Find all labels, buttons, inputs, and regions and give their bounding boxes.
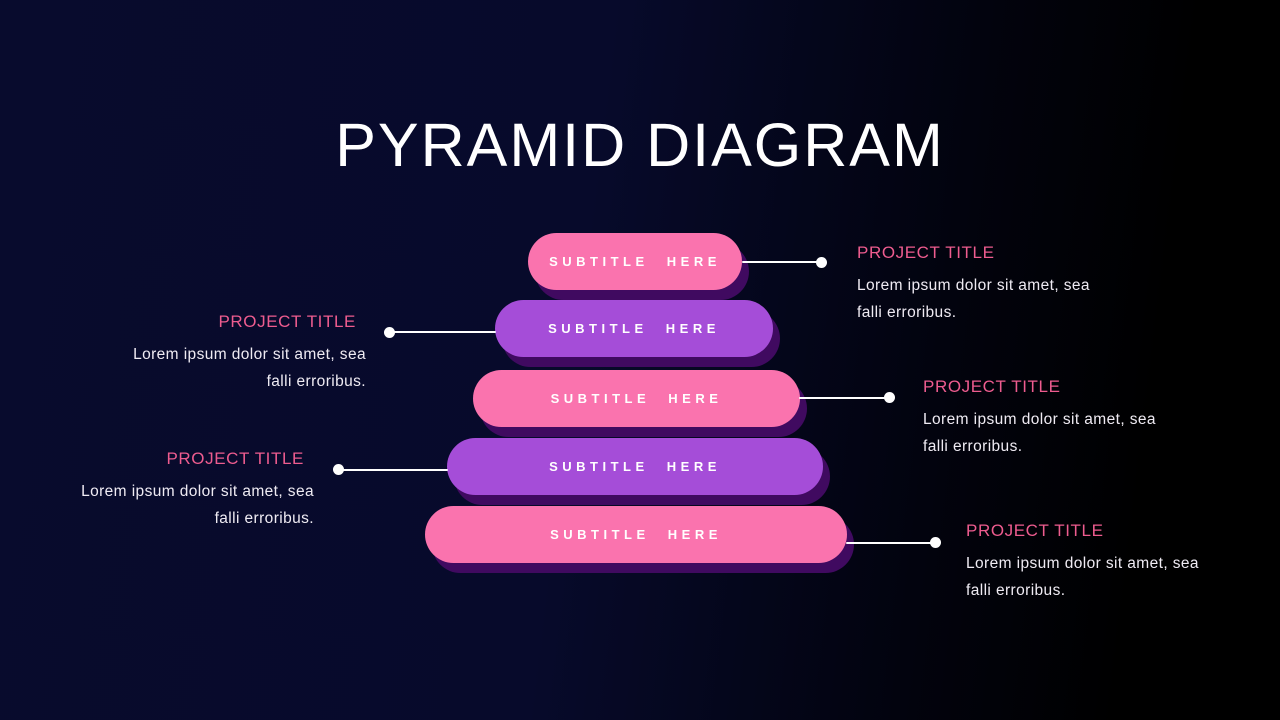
connector-line (342, 469, 448, 471)
callout-level-3: PROJECT TITLE Lorem ipsum dolor sit amet… (923, 376, 1223, 460)
callout-body-line1: Lorem ipsum dolor sit amet, sea (81, 483, 314, 500)
callout-body: Lorem ipsum dolor sit amet, sea falli er… (14, 478, 314, 532)
callout-body-line2: falli erroribus. (966, 582, 1066, 599)
callout-body: Lorem ipsum dolor sit amet, sea falli er… (66, 341, 366, 395)
callout-body-line2: falli erroribus. (214, 510, 314, 527)
pyramid-level-5: SUBTITLE HERE (425, 506, 847, 563)
callout-title: PROJECT TITLE (218, 312, 356, 331)
connector-dot (884, 392, 895, 403)
callout-level-2: PROJECT TITLE Lorem ipsum dolor sit amet… (66, 311, 366, 395)
pyramid-level-4: SUBTITLE HERE (447, 438, 823, 495)
callout-level-4: PROJECT TITLE Lorem ipsum dolor sit amet… (14, 448, 314, 532)
pyramid-level-2-label: SUBTITLE HERE (548, 321, 720, 336)
connector-dot (333, 464, 344, 475)
pyramid-level-3: SUBTITLE HERE (473, 370, 800, 427)
connector-line (742, 261, 818, 263)
pyramid-level-2: SUBTITLE HERE (495, 300, 773, 357)
callout-level-5: PROJECT TITLE Lorem ipsum dolor sit amet… (966, 520, 1266, 604)
pyramid-level-3-label: SUBTITLE HERE (550, 391, 723, 406)
callout-body: Lorem ipsum dolor sit amet, sea falli er… (923, 406, 1223, 460)
callout-body-line1: Lorem ipsum dolor sit amet, sea (923, 411, 1156, 428)
callout-title: PROJECT TITLE (166, 449, 304, 468)
callout-body-line1: Lorem ipsum dolor sit amet, sea (966, 555, 1199, 572)
pyramid-level-4-label: SUBTITLE HERE (549, 459, 721, 474)
pyramid-level-5-label: SUBTITLE HERE (550, 527, 722, 542)
pyramid-level-1-label: SUBTITLE HERE (549, 254, 721, 269)
connector-dot (930, 537, 941, 548)
callout-body-line2: falli erroribus. (923, 438, 1023, 455)
callout-title: PROJECT TITLE (966, 521, 1104, 540)
pyramid-level-1: SUBTITLE HERE (528, 233, 742, 290)
callout-body-line2: falli erroribus. (266, 373, 366, 390)
callout-title: PROJECT TITLE (923, 377, 1061, 396)
connector-dot (384, 327, 395, 338)
callout-body: Lorem ipsum dolor sit amet, sea falli er… (857, 272, 1157, 326)
callout-title: PROJECT TITLE (857, 243, 995, 262)
callout-body: Lorem ipsum dolor sit amet, sea falli er… (966, 550, 1266, 604)
connector-dot (816, 257, 827, 268)
callout-body-line1: Lorem ipsum dolor sit amet, sea (857, 277, 1090, 294)
callout-body-line1: Lorem ipsum dolor sit amet, sea (133, 346, 366, 363)
slide-title: PYRAMID DIAGRAM (335, 110, 945, 179)
connector-line (846, 542, 933, 544)
callout-body-line2: falli erroribus. (857, 304, 957, 321)
connector-line (393, 331, 496, 333)
callout-level-1: PROJECT TITLE Lorem ipsum dolor sit amet… (857, 242, 1157, 326)
connector-line (799, 397, 887, 399)
